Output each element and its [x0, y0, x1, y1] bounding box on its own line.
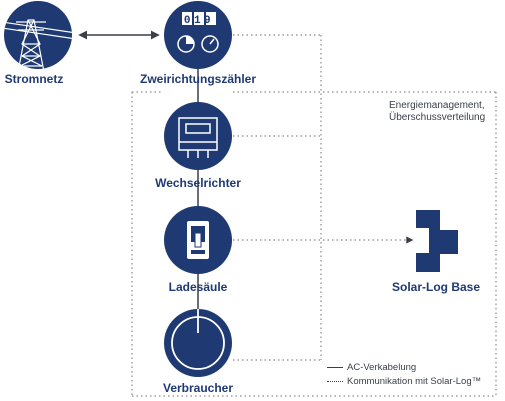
- charging-station-icon: [187, 221, 209, 259]
- stromnetz-node: [4, 1, 72, 69]
- energy-management-note-line2: Überschussverteilung: [389, 112, 486, 123]
- legend-solid-swatch: [327, 367, 343, 368]
- legend-comm-label: Kommunikation mit Solar-Log™: [347, 376, 482, 387]
- legend-ac: AC-Verkabelung: [327, 362, 416, 373]
- legend-comm: Kommunikation mit Solar-Log™: [327, 376, 481, 387]
- zaehler-node: 019: [164, 1, 232, 69]
- ladesaeule-label: Ladesäule: [168, 280, 228, 294]
- meter-digits: 019: [184, 15, 214, 27]
- solarlog-label: Solar-Log Base: [391, 280, 481, 294]
- bidirectional-meter-icon: 019: [177, 12, 219, 53]
- communication-lines: [233, 34, 322, 361]
- ladesaeule-node: [164, 206, 232, 274]
- wechselrichter-node: [164, 102, 232, 170]
- energy-management-note-line1: Energiemanagement,: [389, 100, 485, 111]
- system-boundary: [131, 91, 497, 397]
- wechselrichter-label: Wechselrichter: [155, 176, 241, 190]
- solar-log-logo-icon: [416, 210, 458, 272]
- legend-dotted-swatch: [327, 381, 343, 382]
- legend-ac-label: AC-Verkabelung: [347, 362, 417, 373]
- inverter-icon: [178, 117, 218, 158]
- energy-management-note: Energiemanagement, Überschussverteilung: [389, 100, 485, 124]
- stromnetz-label: Stromnetz: [4, 72, 64, 86]
- zaehler-label: Zweirichtungszähler: [139, 72, 257, 86]
- verbraucher-label: Verbraucher: [162, 381, 234, 395]
